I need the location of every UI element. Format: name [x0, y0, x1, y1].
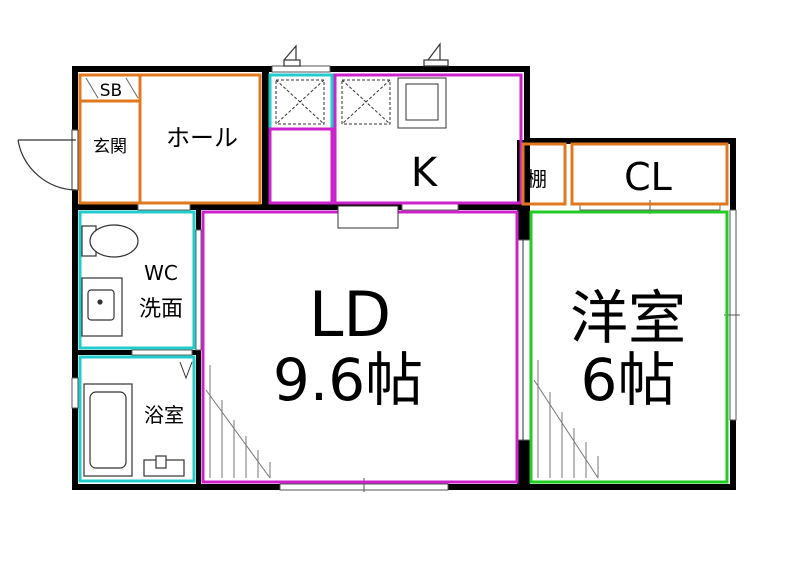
- label-senmen: 洗面: [139, 297, 183, 322]
- room-outlines: [78, 73, 729, 484]
- label-genkan: 玄関: [93, 137, 127, 157]
- label-yokushitsu: 浴室: [144, 403, 184, 427]
- wash-basin: [81, 277, 123, 337]
- bath-door-swing: [179, 361, 193, 380]
- ld-hatch: [205, 365, 271, 479]
- bathtub: [83, 383, 185, 477]
- kitchen-opening: [337, 205, 399, 229]
- entry-door: [17, 129, 79, 191]
- shoe-box-lines: [85, 77, 139, 99]
- toilet: [81, 224, 139, 258]
- kitchen-appliances: [275, 77, 447, 129]
- label-yoshitsu-size: 6帖: [581, 346, 676, 414]
- label-cl: CL: [624, 155, 672, 199]
- label-wc: WC: [144, 261, 178, 285]
- label-ld-name: LD: [309, 278, 391, 351]
- label-kitchen: K: [411, 150, 439, 196]
- vent-symbols: [283, 42, 449, 67]
- label-sb: SB: [100, 81, 122, 101]
- label-yoshitsu-name: 洋室: [570, 284, 686, 352]
- label-tana: 棚: [527, 167, 547, 191]
- label-hall: ホール: [166, 124, 238, 152]
- yoshitsu-hatch: [533, 360, 599, 479]
- label-ld-size: 9.6帖: [273, 346, 423, 414]
